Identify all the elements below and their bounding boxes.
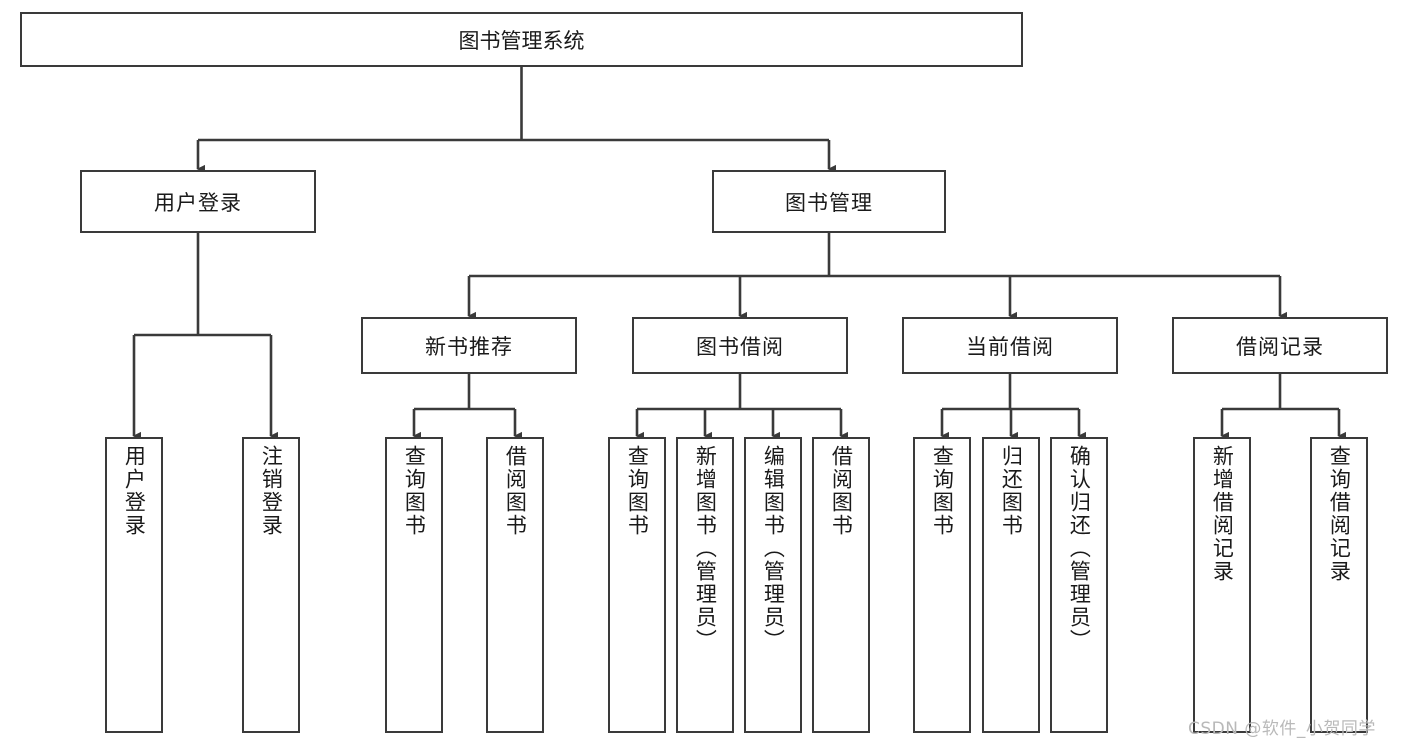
node-user-login[interactable]: 用户登录 (80, 170, 316, 233)
node-user-login-label: 用户登录 (154, 190, 242, 215)
node-leaf-add-borrow-record[interactable]: 新增借阅记录 (1193, 437, 1251, 733)
node-leaf-query-borrow-record-label: 查询借阅记录 (1327, 445, 1352, 583)
node-leaf-return-book[interactable]: 归还图书 (982, 437, 1040, 733)
node-leaf-add-borrow-record-label: 新增借阅记录 (1210, 445, 1235, 583)
node-leaf-return-book-label: 归还图书 (999, 445, 1024, 537)
node-book-borrow[interactable]: 图书借阅 (632, 317, 848, 374)
node-leaf-borrow-book-1-label: 借阅图书 (503, 445, 528, 537)
node-leaf-query-borrow-record[interactable]: 查询借阅记录 (1310, 437, 1368, 733)
node-book-borrow-label: 图书借阅 (696, 334, 784, 359)
node-borrow-record[interactable]: 借阅记录 (1172, 317, 1388, 374)
node-leaf-user-login[interactable]: 用户登录 (105, 437, 163, 733)
node-leaf-add-book-admin-label: 新增图书（管理员） (693, 445, 718, 652)
node-leaf-query-book-1-label: 查询图书 (402, 445, 427, 537)
node-leaf-add-book-admin[interactable]: 新增图书（管理员） (676, 437, 734, 733)
node-leaf-borrow-book-1[interactable]: 借阅图书 (486, 437, 544, 733)
node-root-label: 图书管理系统 (458, 28, 585, 53)
node-leaf-confirm-return-admin[interactable]: 确认归还（管理员） (1050, 437, 1108, 733)
node-leaf-edit-book-admin-label: 编辑图书（管理员） (761, 445, 786, 652)
node-current-borrow-label: 当前借阅 (966, 334, 1054, 359)
node-new-book-recommend-label: 新书推荐 (425, 334, 513, 359)
node-new-book-recommend[interactable]: 新书推荐 (361, 317, 577, 374)
node-leaf-query-book-1[interactable]: 查询图书 (385, 437, 443, 733)
node-leaf-edit-book-admin[interactable]: 编辑图书（管理员） (744, 437, 802, 733)
node-leaf-borrow-book-2[interactable]: 借阅图书 (812, 437, 870, 733)
node-leaf-query-book-2[interactable]: 查询图书 (608, 437, 666, 733)
node-leaf-query-book-3-label: 查询图书 (930, 445, 955, 537)
node-leaf-borrow-book-2-label: 借阅图书 (829, 445, 854, 537)
node-leaf-confirm-return-admin-label: 确认归还（管理员） (1067, 445, 1092, 652)
node-root[interactable]: 图书管理系统 (20, 12, 1023, 67)
node-book-manage[interactable]: 图书管理 (712, 170, 946, 233)
node-current-borrow[interactable]: 当前借阅 (902, 317, 1118, 374)
node-leaf-query-book-3[interactable]: 查询图书 (913, 437, 971, 733)
node-leaf-logout[interactable]: 注销登录 (242, 437, 300, 733)
node-leaf-user-login-label: 用户登录 (122, 445, 147, 537)
csdn-watermark: CSDN @软件_小贺同学 (1188, 719, 1376, 739)
node-book-manage-label: 图书管理 (785, 190, 873, 215)
node-leaf-query-book-2-label: 查询图书 (625, 445, 650, 537)
node-borrow-record-label: 借阅记录 (1236, 334, 1324, 359)
node-leaf-logout-label: 注销登录 (259, 445, 284, 537)
